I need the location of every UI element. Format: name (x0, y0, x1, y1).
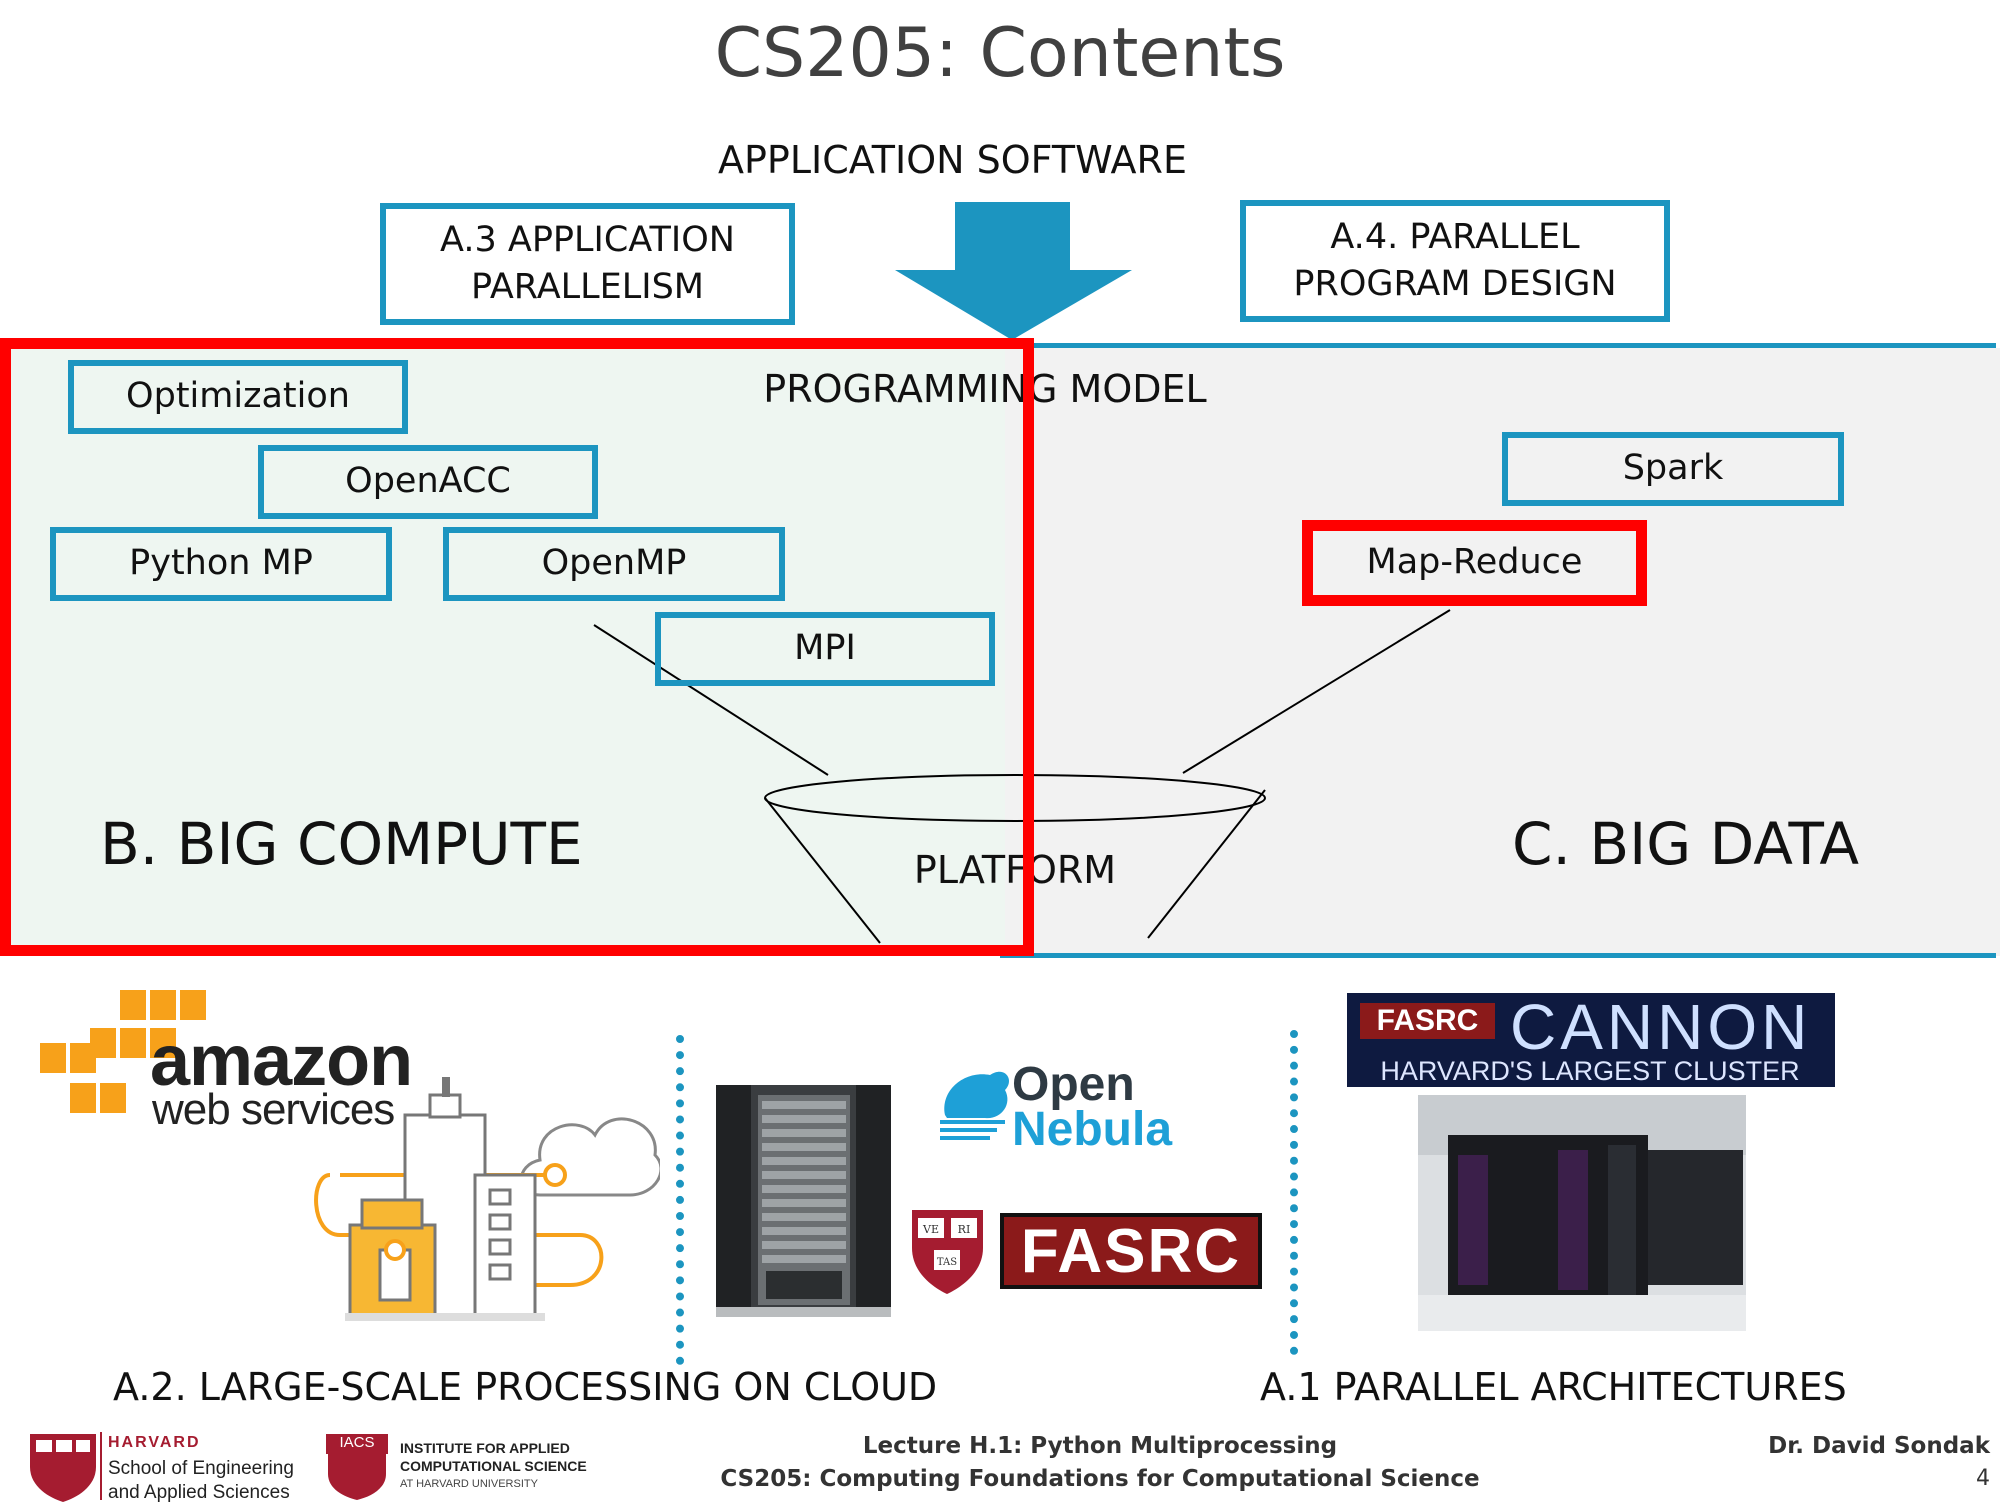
map-reduce-box: Map-Reduce (1302, 520, 1647, 606)
big-compute-label: B. BIG COMPUTE (100, 810, 583, 878)
page-number: 4 (1976, 1466, 1990, 1491)
city-cloud-illustration (314, 1077, 660, 1321)
architectures-label: A.1 PARALLEL ARCHITECTURES (1260, 1365, 1847, 1409)
iacs-line1: INSTITUTE FOR APPLIED (400, 1440, 570, 1456)
platform-label: PLATFORM (913, 848, 1117, 892)
iacs-line3: AT HARVARD UNIVERSITY (400, 1478, 538, 1490)
opennebula-nebula: Nebula (1012, 1103, 1173, 1156)
cannon-cluster-photo (1418, 1095, 1746, 1331)
seas-line1: School of Engineering (108, 1458, 294, 1479)
cannon-subtitle: HARVARD'S LARGEST CLUSTER (1380, 1056, 1800, 1086)
application-software-label: APPLICATION SOFTWARE (718, 138, 1187, 182)
veritas-tas: TAS (937, 1257, 957, 1268)
seas-divider (100, 1432, 102, 1500)
aws-subtitle: web services (152, 1085, 395, 1134)
cloud-label: A.2. LARGE-SCALE PROCESSING ON CLOUD (113, 1365, 938, 1409)
band-bottom-border (1000, 953, 1996, 958)
author-name: Dr. David Sondak (1768, 1433, 1990, 1459)
lecture-title: Lecture H.1: Python Multiprocessing (862, 1433, 1338, 1459)
iacs-shield-icon (326, 1434, 388, 1500)
optimization-box: Optimization (68, 360, 408, 434)
seas-line2: and Applied Sciences (108, 1482, 290, 1503)
openmp-box: OpenMP (443, 527, 785, 601)
course-title: CS205: Computing Foundations for Computa… (720, 1466, 1480, 1492)
openacc-box: OpenACC (258, 445, 598, 519)
harvard-wordmark: HARVARD (108, 1434, 201, 1451)
mpi-box: MPI (655, 612, 995, 686)
server-rack-photo (716, 1085, 891, 1317)
big-compute-highlight (0, 338, 1034, 956)
separator-right (1290, 1030, 1298, 1355)
opennebula-open: Open (1012, 1058, 1135, 1111)
slide-title: CS205: Contents (714, 14, 1286, 93)
programming-model-label: PROGRAMMING MODEL (763, 367, 1207, 411)
iacs-line2: COMPUTATIONAL SCIENCE (400, 1458, 587, 1474)
cannon-title: CANNON (1510, 991, 1812, 1063)
spark-box: Spark (1502, 432, 1844, 506)
iacs-badge: IACS (339, 1434, 375, 1451)
opennebula-icon (940, 1071, 1010, 1140)
veritas-ve: VE (922, 1223, 939, 1236)
big-data-label: C. BIG DATA (1512, 810, 1860, 878)
separator-left (676, 1035, 684, 1365)
aws-cubes-icon (40, 990, 206, 1113)
harvard-seas-shield-icon (30, 1434, 96, 1502)
down-arrow-icon (895, 202, 1132, 340)
harvard-shield-icon: VE RI TAS (912, 1210, 983, 1294)
python-mp-box: Python MP (50, 527, 392, 601)
veritas-ri: RI (958, 1223, 971, 1236)
aws-wordmark: amazon (150, 1021, 413, 1101)
platform-funnel (593, 609, 1451, 944)
fasrc-logo: FASRC (1000, 1213, 1262, 1289)
cannon-fasrc-badge: FASRC (1360, 1003, 1495, 1039)
band-top-border (1000, 343, 1996, 348)
